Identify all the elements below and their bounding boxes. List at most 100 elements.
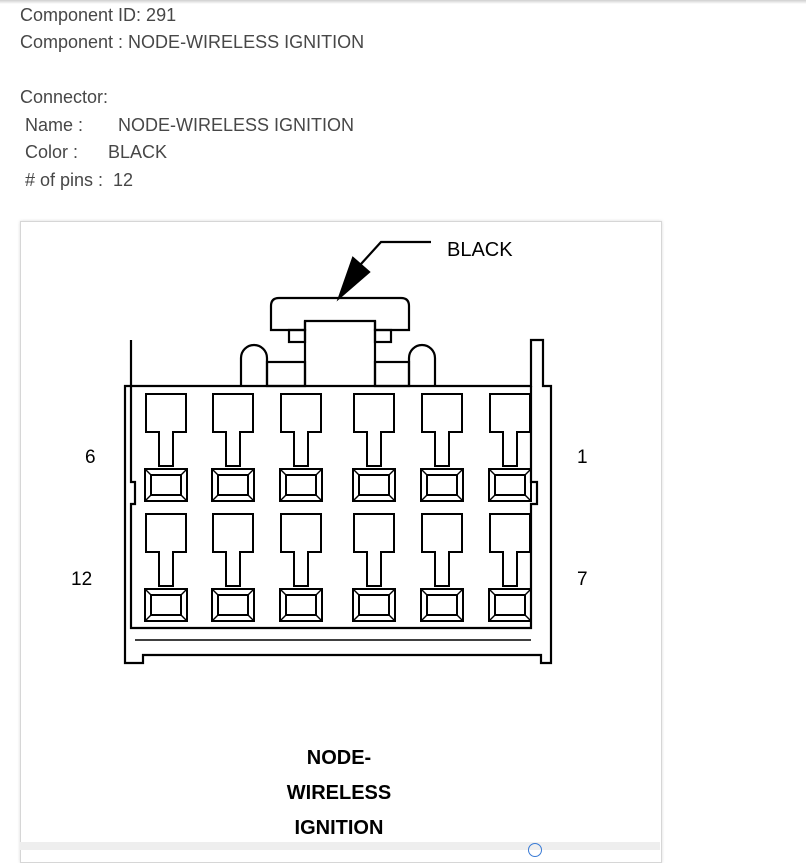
terminal-bevel [388,588,396,596]
pin-cavity-4 [279,393,323,502]
terminal-outer [144,588,188,622]
terminal-outer [211,468,255,502]
terminal-bevel [315,614,323,622]
pin-key-outline [489,393,531,467]
pin-cavity-8 [420,513,464,622]
terminal-bevel [524,588,532,596]
pin-label-12: 12 [71,569,92,590]
latch-clip-left [287,328,307,344]
terminal-inner [358,474,390,496]
terminal-bevel [420,614,428,622]
terminal-outer [420,468,464,502]
terminal-outer [144,468,188,502]
terminal-bevel [488,468,496,476]
terminal-bevel [279,494,287,502]
pin-key-outline [212,513,254,587]
pin-cavity-6 [144,393,188,502]
pin-label-1: 1 [577,447,588,468]
terminal-bevel [315,468,323,476]
terminal-outer [420,588,464,622]
pin-key-outline [280,513,322,587]
terminal-bevel [144,494,152,502]
latch-clip-right [373,328,393,344]
caption-line-3: IGNITION [295,817,384,839]
terminal-outer [488,468,532,502]
terminal-bevel [488,588,496,596]
terminal-bevel [211,588,219,596]
terminal-outer [488,588,532,622]
terminal-outer [279,588,323,622]
pin-key-outline [353,513,395,587]
post-block-left [265,360,307,388]
pin-cavity-2 [420,393,464,502]
pin-cavity-1 [488,393,532,502]
connector-color: Color : BLACK [20,142,168,162]
color-callout-label: BLACK [447,239,513,261]
pin-label-7: 7 [577,569,588,590]
terminal-bevel [524,468,532,476]
terminal-inner [217,594,249,616]
terminal-bevel [144,468,152,476]
terminal-inner [358,594,390,616]
terminal-bevel [211,468,219,476]
terminal-inner [150,474,182,496]
terminal-bevel [456,494,464,502]
latch [269,296,411,332]
terminal-bevel [488,494,496,502]
terminal-bevel [352,614,360,622]
component-name: Component : NODE-WIRELESS IGNITION [20,32,365,52]
connector-heading: Connector: [20,87,109,107]
terminal-inner [426,474,458,496]
post-block-right [373,360,411,388]
pin-key-outline [212,393,254,467]
connector-diagram-panel: BLACK 6 1 12 7 NODE- WIRELESS IGNITION [20,221,662,863]
caption-line-2: WIRELESS [287,782,391,804]
terminal-bevel [180,468,188,476]
pin-cavity-7 [488,513,532,622]
terminal-bevel [524,614,532,622]
terminal-bevel [144,614,152,622]
terminal-inner [494,594,526,616]
terminal-bevel [352,588,360,596]
terminal-bevel [144,588,152,596]
terminal-inner [285,594,317,616]
terminal-bevel [420,494,428,502]
top-shadow-bar [0,0,806,4]
pin-key-outline [421,393,463,467]
info-icon[interactable] [528,843,542,857]
terminal-bevel [211,614,219,622]
pin-cavity-3 [352,393,396,502]
pin-key-outline [145,393,187,467]
terminal-bevel [388,468,396,476]
pin-key-outline [280,393,322,467]
connector-diagram: BLACK 6 1 12 7 NODE- WIRELESS IGNITION [71,239,588,839]
post-right [407,343,437,386]
pin-label-6: 6 [85,447,96,468]
connector-name: Name : NODE-WIRELESS IGNITION [20,115,355,135]
terminal-bevel [352,494,360,502]
pin-cavities [144,393,532,622]
connector-housing-outline [123,338,553,665]
terminal-bevel [247,494,255,502]
terminal-outer [279,468,323,502]
terminal-bevel [247,588,255,596]
caption-line-1: NODE- [307,747,371,769]
panel-footer-strip [20,842,660,850]
callout-arrowhead [336,256,371,302]
terminal-bevel [388,494,396,502]
post-left [239,343,269,386]
terminal-inner [494,474,526,496]
terminal-bevel [352,468,360,476]
terminal-bevel [420,468,428,476]
terminal-bevel [420,588,428,596]
terminal-bevel [247,614,255,622]
terminal-bevel [456,588,464,596]
terminal-inner [217,474,249,496]
terminal-inner [285,474,317,496]
terminal-bevel [388,614,396,622]
terminal-bevel [279,468,287,476]
pin-cavity-5 [211,393,255,502]
terminal-outer [211,588,255,622]
terminal-bevel [211,494,219,502]
terminal-bevel [279,588,287,596]
